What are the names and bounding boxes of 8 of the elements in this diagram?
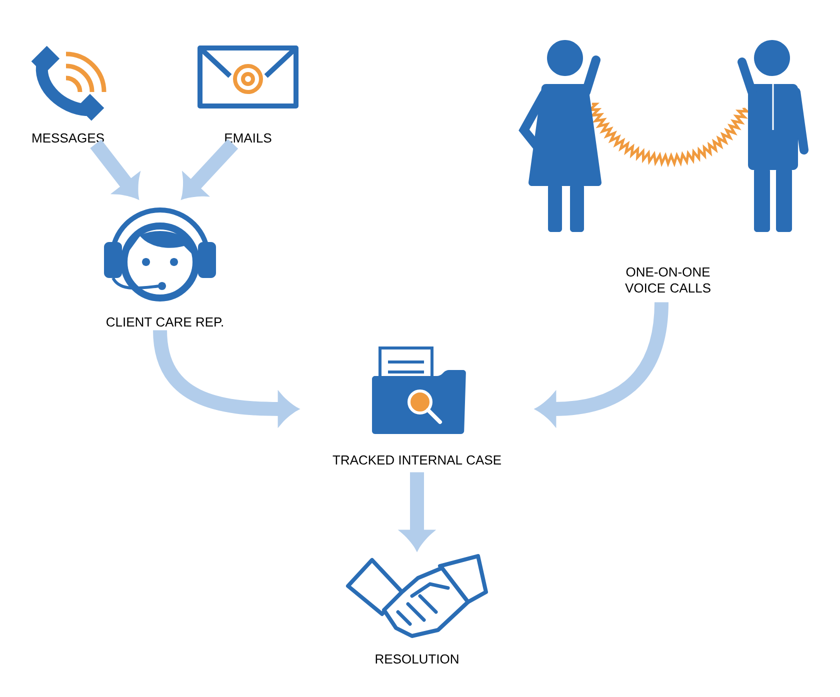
icon-caption: MESSAGES xyxy=(32,133,104,143)
icon-caption: EMAILS xyxy=(225,133,272,143)
arrow xyxy=(90,140,140,199)
icon-caption: CLIENT CARE REP. xyxy=(106,317,223,327)
icon-caption: RESOLUTION xyxy=(376,654,458,664)
icon-caption: TRACKED INTERNAL CASE xyxy=(332,455,501,465)
arrow xyxy=(182,139,238,199)
icon-caption: ONE-ON-ONE VOICE CALLS xyxy=(625,267,710,293)
